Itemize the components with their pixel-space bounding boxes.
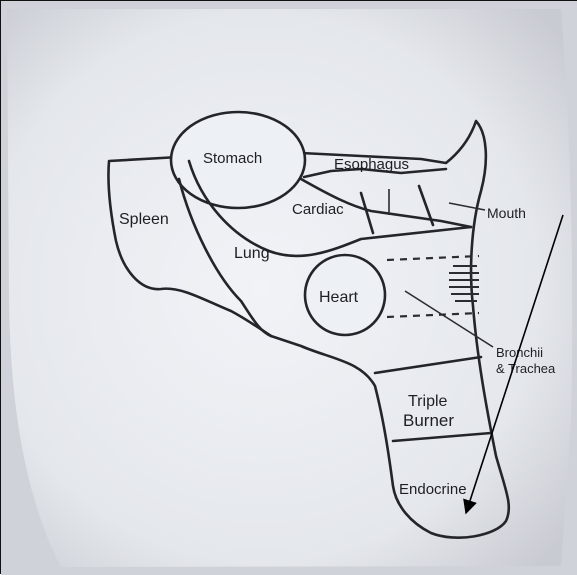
label-triple-line2: Burner [403, 411, 454, 430]
label-triple-line1: Triple [408, 393, 448, 410]
label-stomach: Stomach [203, 150, 262, 167]
label-spleen: Spleen [119, 211, 169, 228]
label-heart: Heart [319, 289, 359, 306]
label-endocrine: Endocrine [399, 481, 467, 498]
paper-sheet [7, 9, 572, 567]
label-esophagus: Esophagus [334, 156, 409, 173]
label-mouth: Mouth [487, 205, 526, 221]
label-bronchii-line2: & Trachea [496, 361, 556, 376]
label-cardiac: Cardiac [292, 201, 344, 218]
label-lung: Lung [234, 245, 270, 262]
